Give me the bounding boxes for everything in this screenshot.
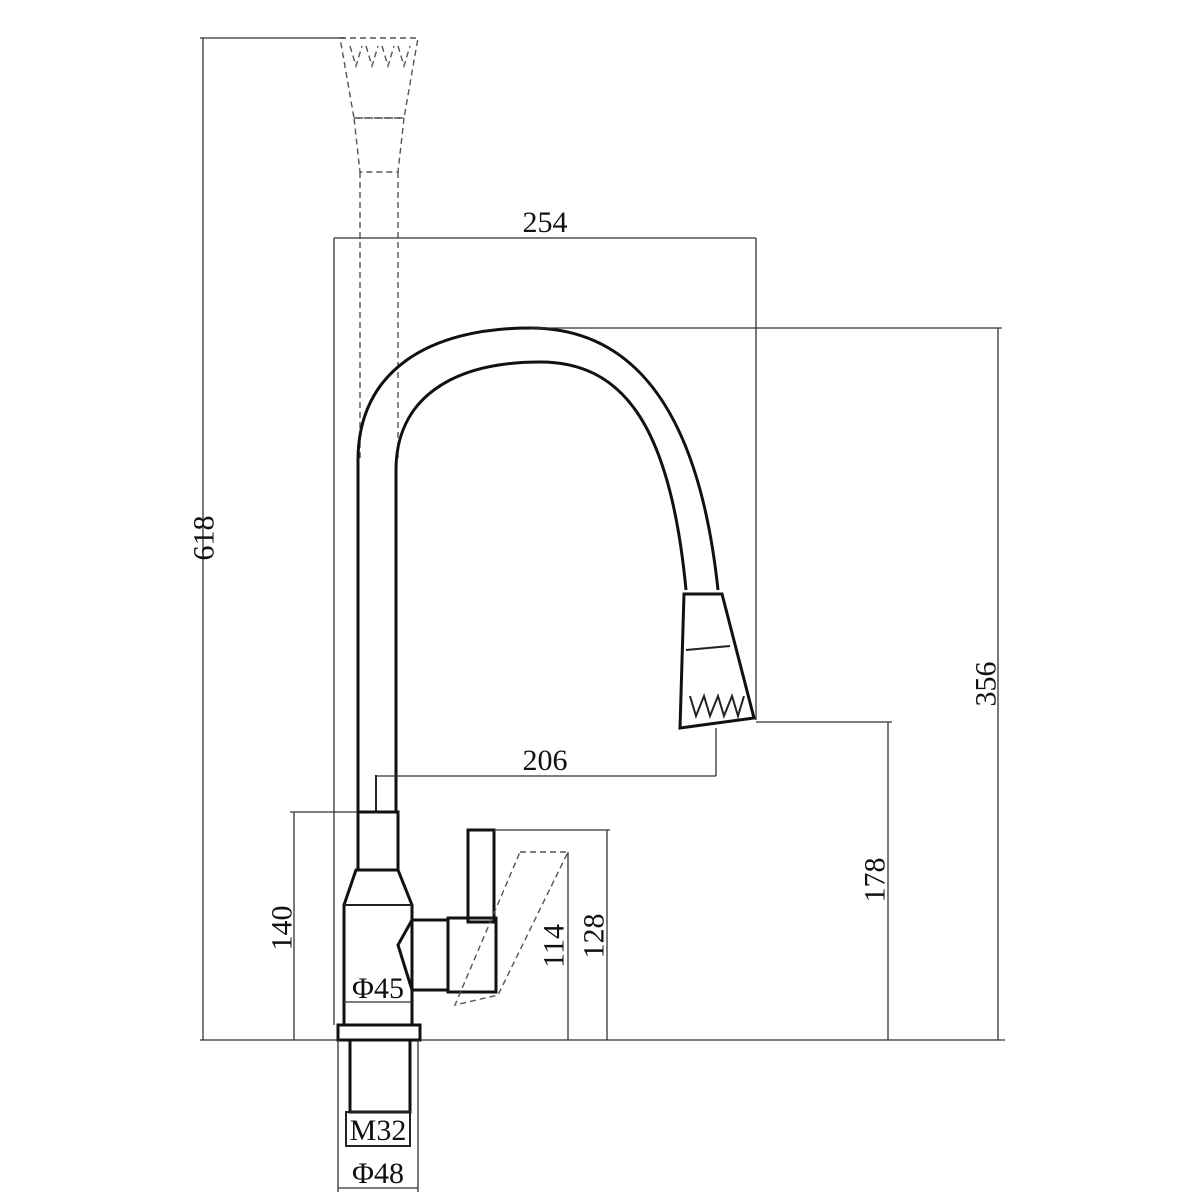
dim-base-diameter-label: Φ48 — [352, 1157, 404, 1190]
dim-aerator-height: 178 — [756, 721, 892, 1040]
dim-body-height-label: 140 — [266, 906, 299, 951]
dim-total-height-label: 618 — [188, 516, 221, 561]
spray-head — [678, 592, 756, 730]
dim-lever-heights: 114 128 — [494, 829, 611, 1040]
lever-handle — [396, 828, 570, 1006]
dim-spout-reach-label: 254 — [523, 206, 568, 239]
spout — [356, 326, 720, 812]
dim-thread-label: M32 — [350, 1114, 407, 1147]
dim-spout-reach: 254 — [333, 206, 757, 1025]
dim-body-diameter: Φ45 — [344, 972, 412, 1005]
dim-body-height: 140 — [266, 811, 358, 1040]
dim-aerator-height-label: 178 — [859, 858, 892, 903]
dim-body-diameter-label: Φ45 — [352, 972, 404, 1005]
dim-lever-height-high-label: 128 — [578, 914, 611, 959]
dim-aerator-reach-label: 206 — [523, 744, 568, 777]
dim-lever-height-low-label: 114 — [538, 924, 571, 968]
extended-spray-head — [339, 37, 419, 460]
dim-thread: M32 — [350, 1114, 407, 1147]
dim-base-diameter: Φ48 — [337, 1040, 419, 1192]
dim-spout-height-label: 356 — [970, 662, 1003, 707]
faucet-body — [336, 810, 422, 1147]
dim-total-height: 618 — [188, 37, 345, 1040]
dim-aerator-reach: 206 — [376, 728, 717, 777]
dim-spout-height: 356 — [530, 327, 1003, 1040]
